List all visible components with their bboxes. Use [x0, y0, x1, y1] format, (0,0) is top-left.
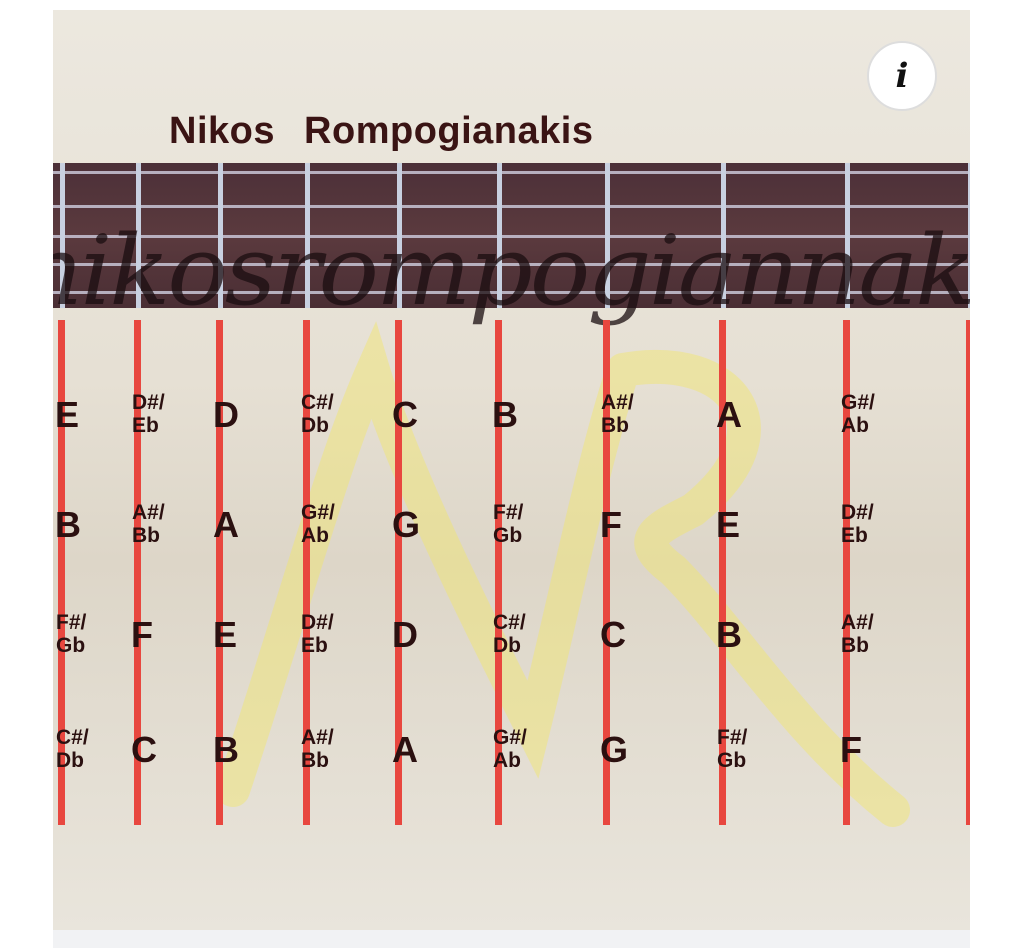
note-label: C	[131, 729, 157, 770]
note-label: D	[392, 614, 418, 655]
note-label: B	[492, 394, 518, 435]
chart-title: Nikos Rompogianakis	[169, 110, 594, 152]
note-label: B	[55, 504, 81, 545]
note-label: F#/Gb	[56, 611, 87, 658]
note-label: C#/Db	[56, 726, 89, 773]
note-label: G#/Ab	[841, 391, 875, 438]
note-label: F	[600, 504, 622, 545]
fret-line	[719, 320, 726, 825]
fret-wire	[605, 163, 610, 308]
fret-wire	[397, 163, 402, 308]
note-label: B	[213, 729, 239, 770]
fret-wire	[845, 163, 850, 308]
fret-wire	[968, 163, 970, 308]
note-label: F#/Gb	[717, 726, 748, 773]
fret-line	[843, 320, 850, 825]
fret-line	[966, 320, 970, 825]
note-label: D#/Eb	[841, 501, 874, 548]
note-label: D	[213, 394, 239, 435]
note-label: D#/Eb	[301, 611, 334, 658]
note-label: C#/Db	[493, 611, 526, 658]
note-label: G#/Ab	[493, 726, 527, 773]
fret-line	[216, 320, 223, 825]
note-label: F	[840, 729, 862, 770]
fret-line	[303, 320, 310, 825]
note-label: G#/Ab	[301, 501, 335, 548]
monogram-watermark	[216, 321, 910, 827]
note-label: A	[392, 729, 418, 770]
fret-wire	[136, 163, 141, 308]
fret-line	[395, 320, 402, 825]
note-label: A#/Bb	[841, 611, 874, 658]
note-label: F#/Gb	[493, 501, 524, 548]
note-label: D#/Eb	[132, 391, 165, 438]
string	[53, 291, 970, 294]
string	[53, 205, 970, 208]
note-label: A	[716, 394, 742, 435]
note-label: A#/Bb	[601, 391, 634, 438]
script-watermark: nikosrompogiannakis	[53, 215, 970, 327]
fret-wire	[305, 163, 310, 308]
info-icon: i	[895, 56, 909, 96]
info-button[interactable]: i	[867, 41, 937, 111]
fret-line	[495, 320, 502, 825]
note-label: E	[213, 614, 238, 655]
note-label: C#/Db	[301, 391, 334, 438]
footer-strip	[53, 930, 970, 948]
note-label: A	[213, 504, 239, 545]
fret-wire	[721, 163, 726, 308]
note-label: A#/Bb	[132, 501, 165, 548]
note-label: F	[131, 614, 153, 655]
fretboard-chart-image: Nikos Rompogianakis nikosrompogiannakis …	[53, 10, 970, 930]
note-label: E	[55, 394, 80, 435]
string	[53, 171, 970, 174]
fret-wire	[218, 163, 223, 308]
fret-wire	[497, 163, 502, 308]
fret-line	[134, 320, 141, 825]
note-label: C	[392, 394, 418, 435]
note-label: A#/Bb	[301, 726, 334, 773]
note-label: C	[600, 614, 626, 655]
fret-line	[58, 320, 65, 825]
fret-wire	[60, 163, 65, 308]
fretboard-neck	[53, 163, 970, 308]
note-label: G	[600, 729, 629, 770]
string	[53, 263, 970, 266]
note-label: G	[392, 504, 421, 545]
fret-line	[603, 320, 610, 825]
note-label: E	[716, 504, 741, 545]
note-label: B	[716, 614, 742, 655]
string	[53, 235, 970, 238]
